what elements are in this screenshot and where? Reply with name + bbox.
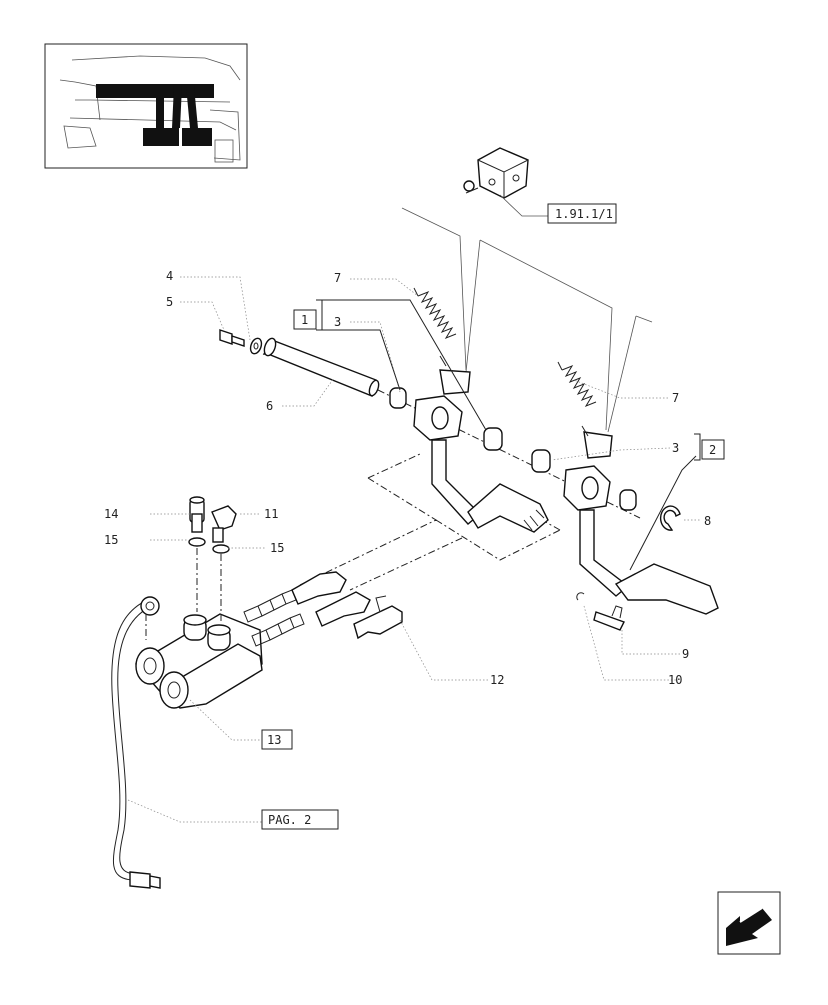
page-ref-box[interactable] [261, 809, 339, 830]
pedal-left [413, 369, 549, 533]
circlip [659, 505, 681, 531]
label-13-box[interactable] [261, 729, 293, 750]
construction-lines [401, 207, 653, 433]
label-2: 2 [709, 443, 716, 457]
reference-box-text: 1.91.1/1 [555, 207, 613, 221]
label-4: 4 [166, 269, 173, 283]
label-3-left: 3 [334, 315, 341, 329]
label-13: 13 [267, 733, 281, 747]
seal-left [188, 537, 206, 547]
next-page-arrow-icon[interactable] [717, 891, 781, 955]
reference-box[interactable] [547, 203, 617, 224]
assembly-path [299, 453, 561, 591]
page-ref-text: PAG. 2 [268, 813, 311, 827]
label-1: 1 [301, 313, 308, 327]
label-14: 14 [104, 507, 118, 521]
bushing-right-b [619, 489, 637, 511]
seal-right [212, 544, 230, 554]
leader-lines [127, 276, 701, 823]
screw [219, 329, 245, 347]
label-7-left: 7 [334, 271, 341, 285]
pedal-right [563, 431, 719, 615]
clip [576, 592, 585, 601]
pivot-shaft [262, 337, 380, 397]
pin [593, 605, 625, 631]
bushing-right-a [531, 449, 551, 473]
washer [249, 337, 263, 355]
hydraulic-hose [111, 596, 161, 889]
label-7-right: 7 [672, 391, 679, 405]
spring-right [557, 361, 597, 437]
label-10: 10 [668, 673, 682, 687]
label-6: 6 [266, 399, 273, 413]
label-5: 5 [166, 295, 173, 309]
elbow-fitting [211, 505, 237, 543]
bushing-left [389, 387, 407, 409]
label-1-box[interactable] [293, 309, 317, 330]
bushing-mid [483, 427, 503, 451]
label-2-box[interactable] [701, 439, 725, 460]
master-cylinder [134, 571, 371, 709]
label-15-right: 15 [270, 541, 284, 555]
tractor-pedals-thumbnail [44, 43, 248, 169]
spring-left [413, 287, 457, 367]
label-8: 8 [704, 514, 711, 528]
label-3-right: 3 [672, 441, 679, 455]
label-9: 9 [682, 647, 689, 661]
reference-part-drawing [463, 147, 548, 217]
fork-clip [353, 595, 403, 640]
bleed-fitting [189, 496, 205, 533]
label-12: 12 [490, 673, 504, 687]
label-15-left: 15 [104, 533, 118, 547]
label-11: 11 [264, 507, 278, 521]
